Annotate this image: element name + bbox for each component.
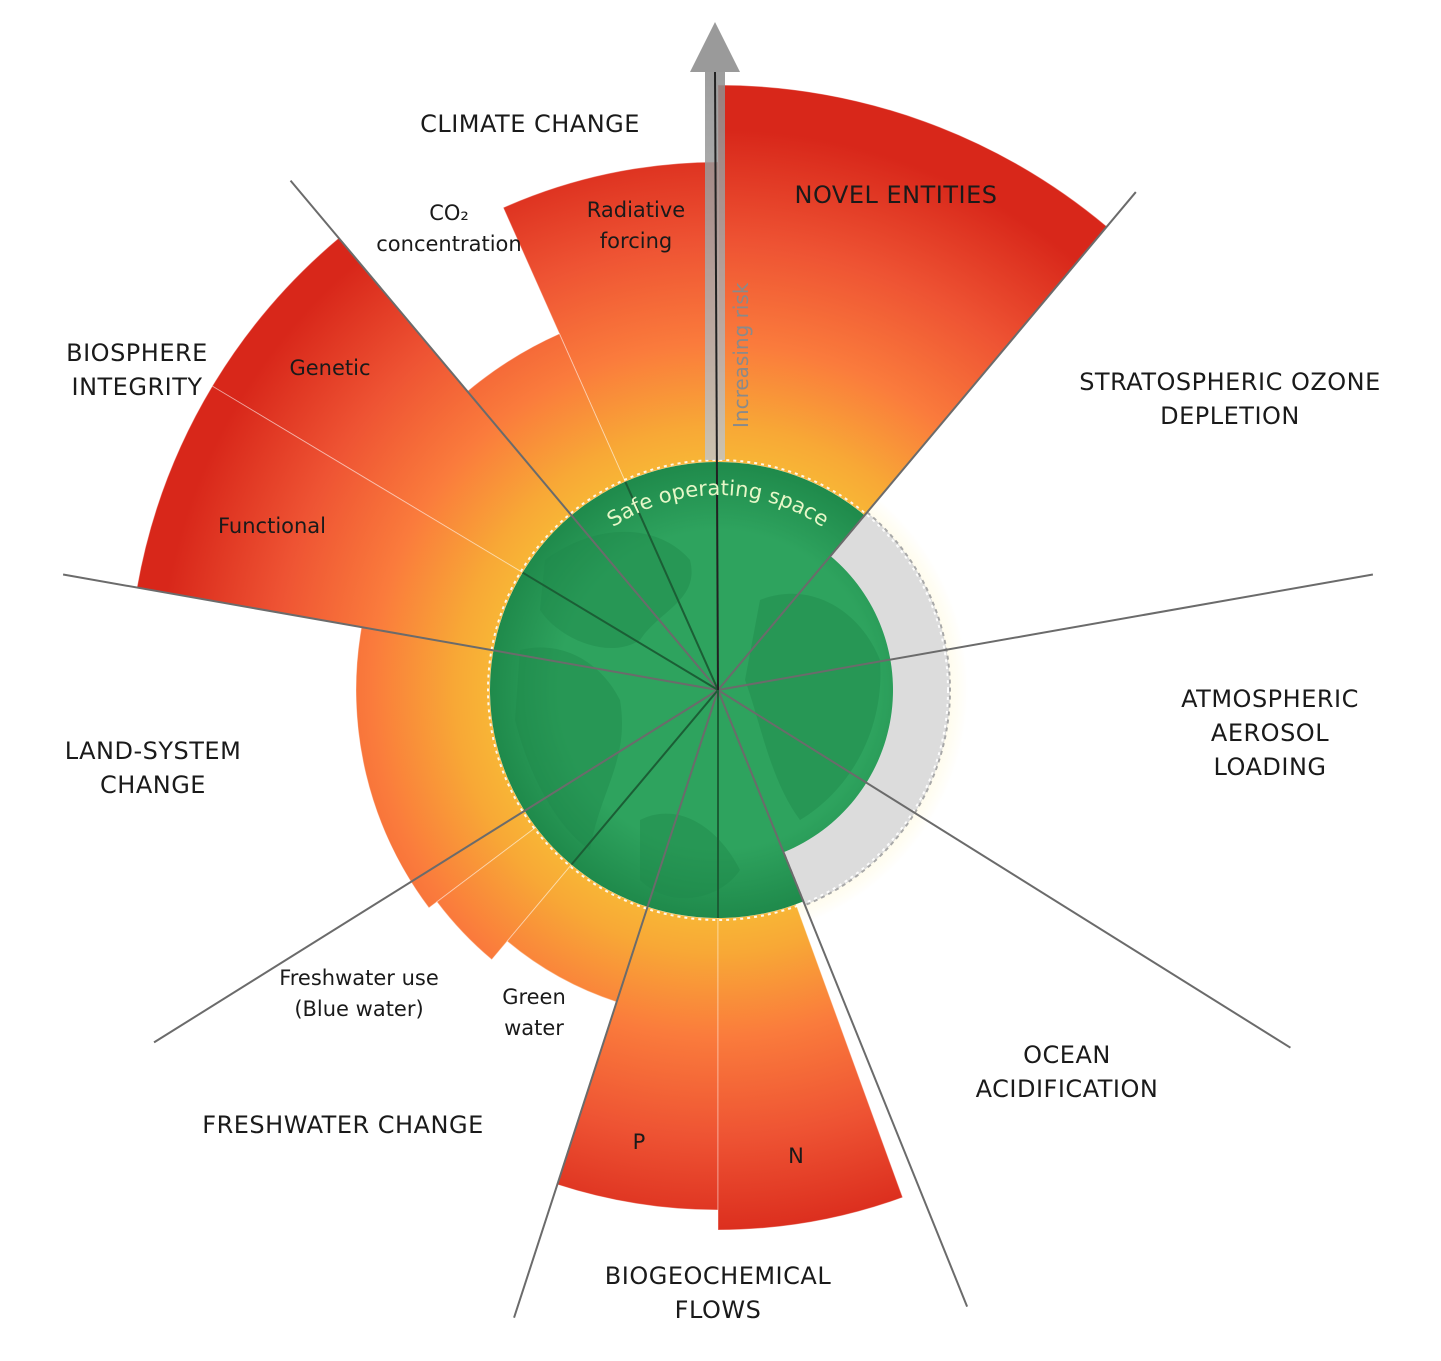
increasing-risk-arrow (690, 22, 740, 691)
label-genetic: Genetic (289, 356, 370, 380)
boundary-dividers (62, 179, 1374, 1319)
safe-operating-space (487, 459, 949, 921)
label-functional: Functional (218, 514, 326, 538)
divider-ocean-biogeo (717, 689, 969, 1307)
divider-land-biosphere (62, 573, 719, 691)
divider-aerosol-ocean (717, 689, 1291, 1049)
sub-divider-0 (624, 481, 719, 691)
divider-novel-ozone (717, 191, 1137, 691)
divider-ozone-aerosol (717, 573, 1374, 691)
label-climate-change: CLIMATE CHANGE (420, 110, 640, 138)
divider-biosphere-climate (289, 179, 719, 691)
divider-freshwater-land (153, 689, 719, 1044)
label-phosphorus: P (633, 1130, 646, 1154)
label-novel-entities: NOVEL ENTITIES (795, 181, 998, 209)
label-freshwater-use-blue-water: Freshwater use(Blue water) (279, 966, 439, 1021)
wedge-nitrogen (717, 903, 904, 1231)
sub-divider-1 (522, 571, 719, 691)
risk-wedges (136, 84, 1108, 1231)
label-freshwater-change: FRESHWATER CHANGE (202, 1111, 483, 1139)
sub-divider-2 (570, 689, 719, 866)
label-nitrogen: N (788, 1144, 804, 1168)
increasing-risk-label: Increasing risk (729, 282, 753, 428)
globe-landmass (515, 531, 881, 899)
wedge-novel-entities (717, 84, 1108, 517)
divider-biogeo-freshwater (513, 689, 719, 1319)
